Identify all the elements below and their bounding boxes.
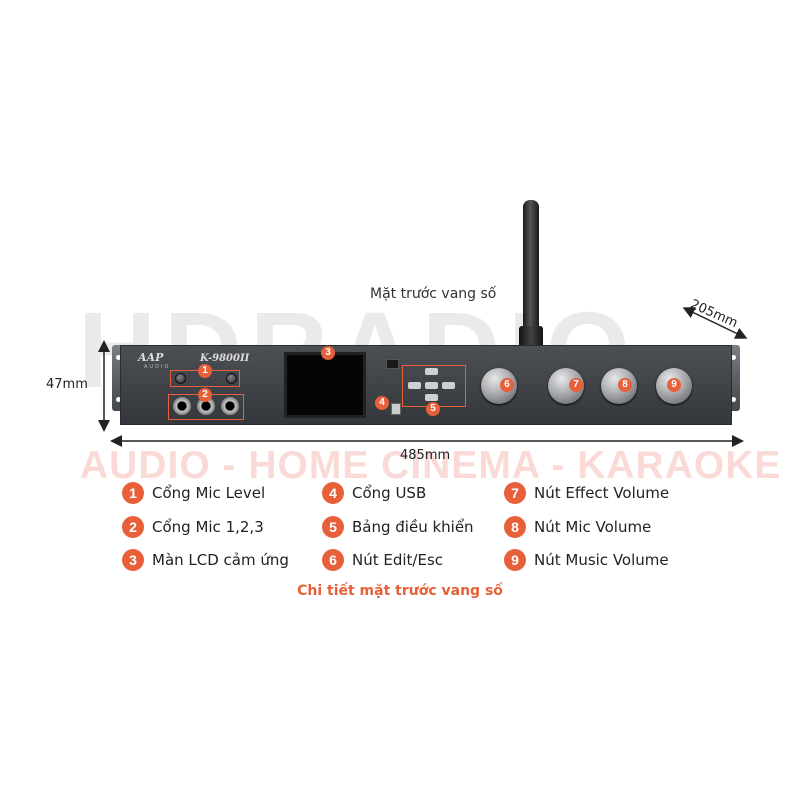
callout-6: 6: [500, 378, 514, 392]
control-button-up[interactable]: [425, 368, 438, 375]
legend-badge-2: 2: [122, 516, 144, 538]
control-button-center[interactable]: [425, 382, 438, 389]
watermark-tagline: AUDIO - HOME CINEMA - KARAOKE: [80, 444, 782, 487]
legend-item-3: Màn LCD cảm ứng: [152, 551, 289, 569]
legend-badge-6: 6: [322, 549, 344, 571]
legend-badge-5: 5: [322, 516, 344, 538]
control-button-right[interactable]: [442, 382, 455, 389]
height-dimension: 47mm: [46, 377, 88, 392]
mic-jack-1[interactable]: [173, 397, 191, 415]
callout-2: 2: [198, 388, 212, 402]
control-button-left[interactable]: [408, 382, 421, 389]
legend-item-4: Cổng USB: [352, 484, 427, 502]
legend-badge-3: 3: [122, 549, 144, 571]
model-name: K-9800II: [200, 353, 250, 364]
legend-item-2: Cổng Mic 1,2,3: [152, 518, 264, 536]
front-label: Mặt trước vang số: [370, 286, 497, 302]
legend-item-6: Nút Edit/Esc: [352, 551, 444, 569]
rack-hole: [116, 397, 121, 402]
legend-badge-8: 8: [504, 516, 526, 538]
mic-jack-3[interactable]: [221, 397, 239, 415]
rack-hole: [116, 355, 121, 360]
width-dimension: 485mm: [400, 448, 451, 463]
usb-port[interactable]: [391, 403, 401, 415]
antenna-base: [519, 326, 543, 348]
brand-logo: AAP: [138, 351, 164, 364]
diagram-caption: Chi tiết mặt trước vang số: [297, 583, 503, 599]
callout-4: 4: [375, 396, 389, 410]
control-button-down[interactable]: [425, 394, 438, 401]
legend-item-5: Bảng điều khiển: [352, 518, 474, 536]
ir-sensor: [386, 359, 399, 369]
legend-item-8: Nút Mic Volume: [534, 518, 652, 536]
antenna: [523, 200, 539, 342]
legend-badge-9: 9: [504, 549, 526, 571]
legend-item-9: Nút Music Volume: [534, 551, 669, 569]
rack-hole: [731, 397, 736, 402]
mic-level-knob[interactable]: [175, 373, 186, 384]
legend-item-1: Cổng Mic Level: [152, 484, 266, 502]
callout-5: 5: [426, 402, 440, 416]
legend-badge-1: 1: [122, 482, 144, 504]
brand-subtitle: AUDIO: [144, 364, 171, 370]
mic-level-knob[interactable]: [226, 373, 237, 384]
callout-8: 8: [618, 378, 632, 392]
legend-item-7: Nút Effect Volume: [534, 484, 670, 502]
legend-badge-4: 4: [322, 482, 344, 504]
rack-hole: [731, 355, 736, 360]
callout-1: 1: [198, 364, 212, 378]
callout-3: 3: [321, 346, 335, 360]
callout-7: 7: [569, 378, 583, 392]
legend-badge-7: 7: [504, 482, 526, 504]
callout-9: 9: [667, 378, 681, 392]
